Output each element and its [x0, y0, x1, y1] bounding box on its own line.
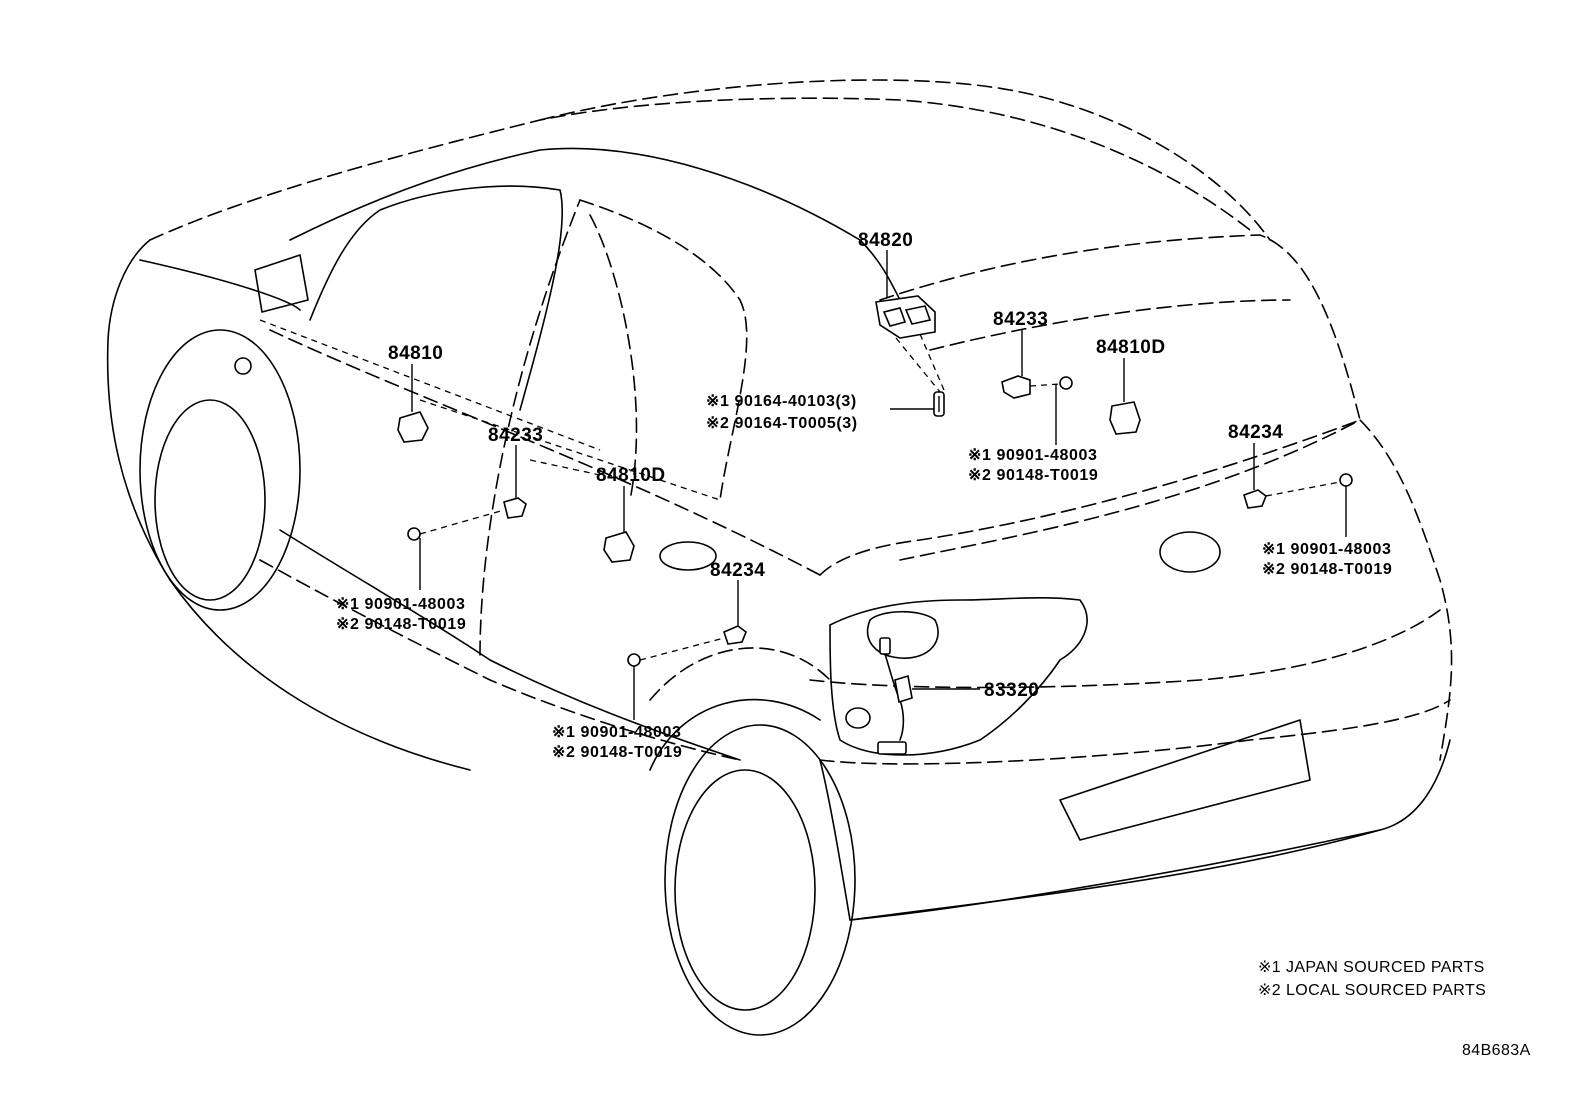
note-japan-bottom: ※1 90901-48003: [552, 724, 681, 741]
note-local-far-right: ※2 90148-T0019: [1262, 561, 1392, 578]
note-japan-far-right: ※1 90901-48003: [1262, 541, 1391, 558]
part-label-84234-mid: 84234: [710, 560, 765, 581]
door-courtesy-switch-icon: [1001, 375, 1073, 399]
note-local-left: ※2 90148-T0019: [336, 616, 466, 633]
part-label-84810D-top: 84810D: [1096, 337, 1166, 358]
part-label-83320: 83320: [984, 680, 1039, 701]
power-window-switch-icon: [1109, 401, 1141, 435]
part-label-84820: 84820: [858, 230, 913, 251]
legend-local-sourced: ※2 LOCAL SOURCED PARTS: [1258, 982, 1486, 999]
door-courtesy-switch-icon: [627, 625, 747, 667]
fastener-notes: ※1 90164-40103(3) ※2 90164-T0005(3) ※1 9…: [336, 393, 1392, 761]
power-window-switch-icon: [397, 411, 429, 443]
diagram-code: 84B683A: [1462, 1042, 1531, 1059]
door-courtesy-switch-icon: [407, 497, 527, 541]
note-local-bottom: ※2 90148-T0019: [552, 744, 682, 761]
legend-japan-sourced: ※1 JAPAN SOURCED PARTS: [1258, 959, 1485, 976]
part-shapes: [397, 295, 1353, 755]
note-japan-center-top: ※1 90164-40103(3): [706, 393, 857, 410]
note-japan-center-right: ※1 90901-48003: [968, 447, 1097, 464]
car-outline: [106, 79, 1453, 1036]
note-japan-left: ※1 90901-48003: [336, 596, 465, 613]
part-label-84233-top: 84233: [993, 309, 1048, 330]
bolt-icon: [933, 391, 945, 417]
door-courtesy-switch-icon: [1243, 473, 1353, 509]
part-label-84234-right: 84234: [1228, 422, 1283, 443]
part-label-84233-left: 84233: [488, 425, 543, 446]
note-local-center-right: ※2 90148-T0019: [968, 467, 1098, 484]
part-label-84810D-mid: 84810D: [596, 465, 666, 486]
part-labels: 84820 84233 84810D 84810 84233 84810D 84…: [388, 230, 1283, 701]
leader-lines: [259, 250, 1347, 720]
fuel-sender-gauge-icon: [877, 637, 913, 755]
power-window-switch-icon: [603, 531, 635, 563]
note-local-center-top: ※2 90164-T0005(3): [706, 415, 858, 432]
power-window-master-switch-icon: [875, 295, 936, 339]
legend: ※1 JAPAN SOURCED PARTS ※2 LOCAL SOURCED …: [1258, 959, 1486, 999]
part-label-84810: 84810: [388, 343, 443, 364]
